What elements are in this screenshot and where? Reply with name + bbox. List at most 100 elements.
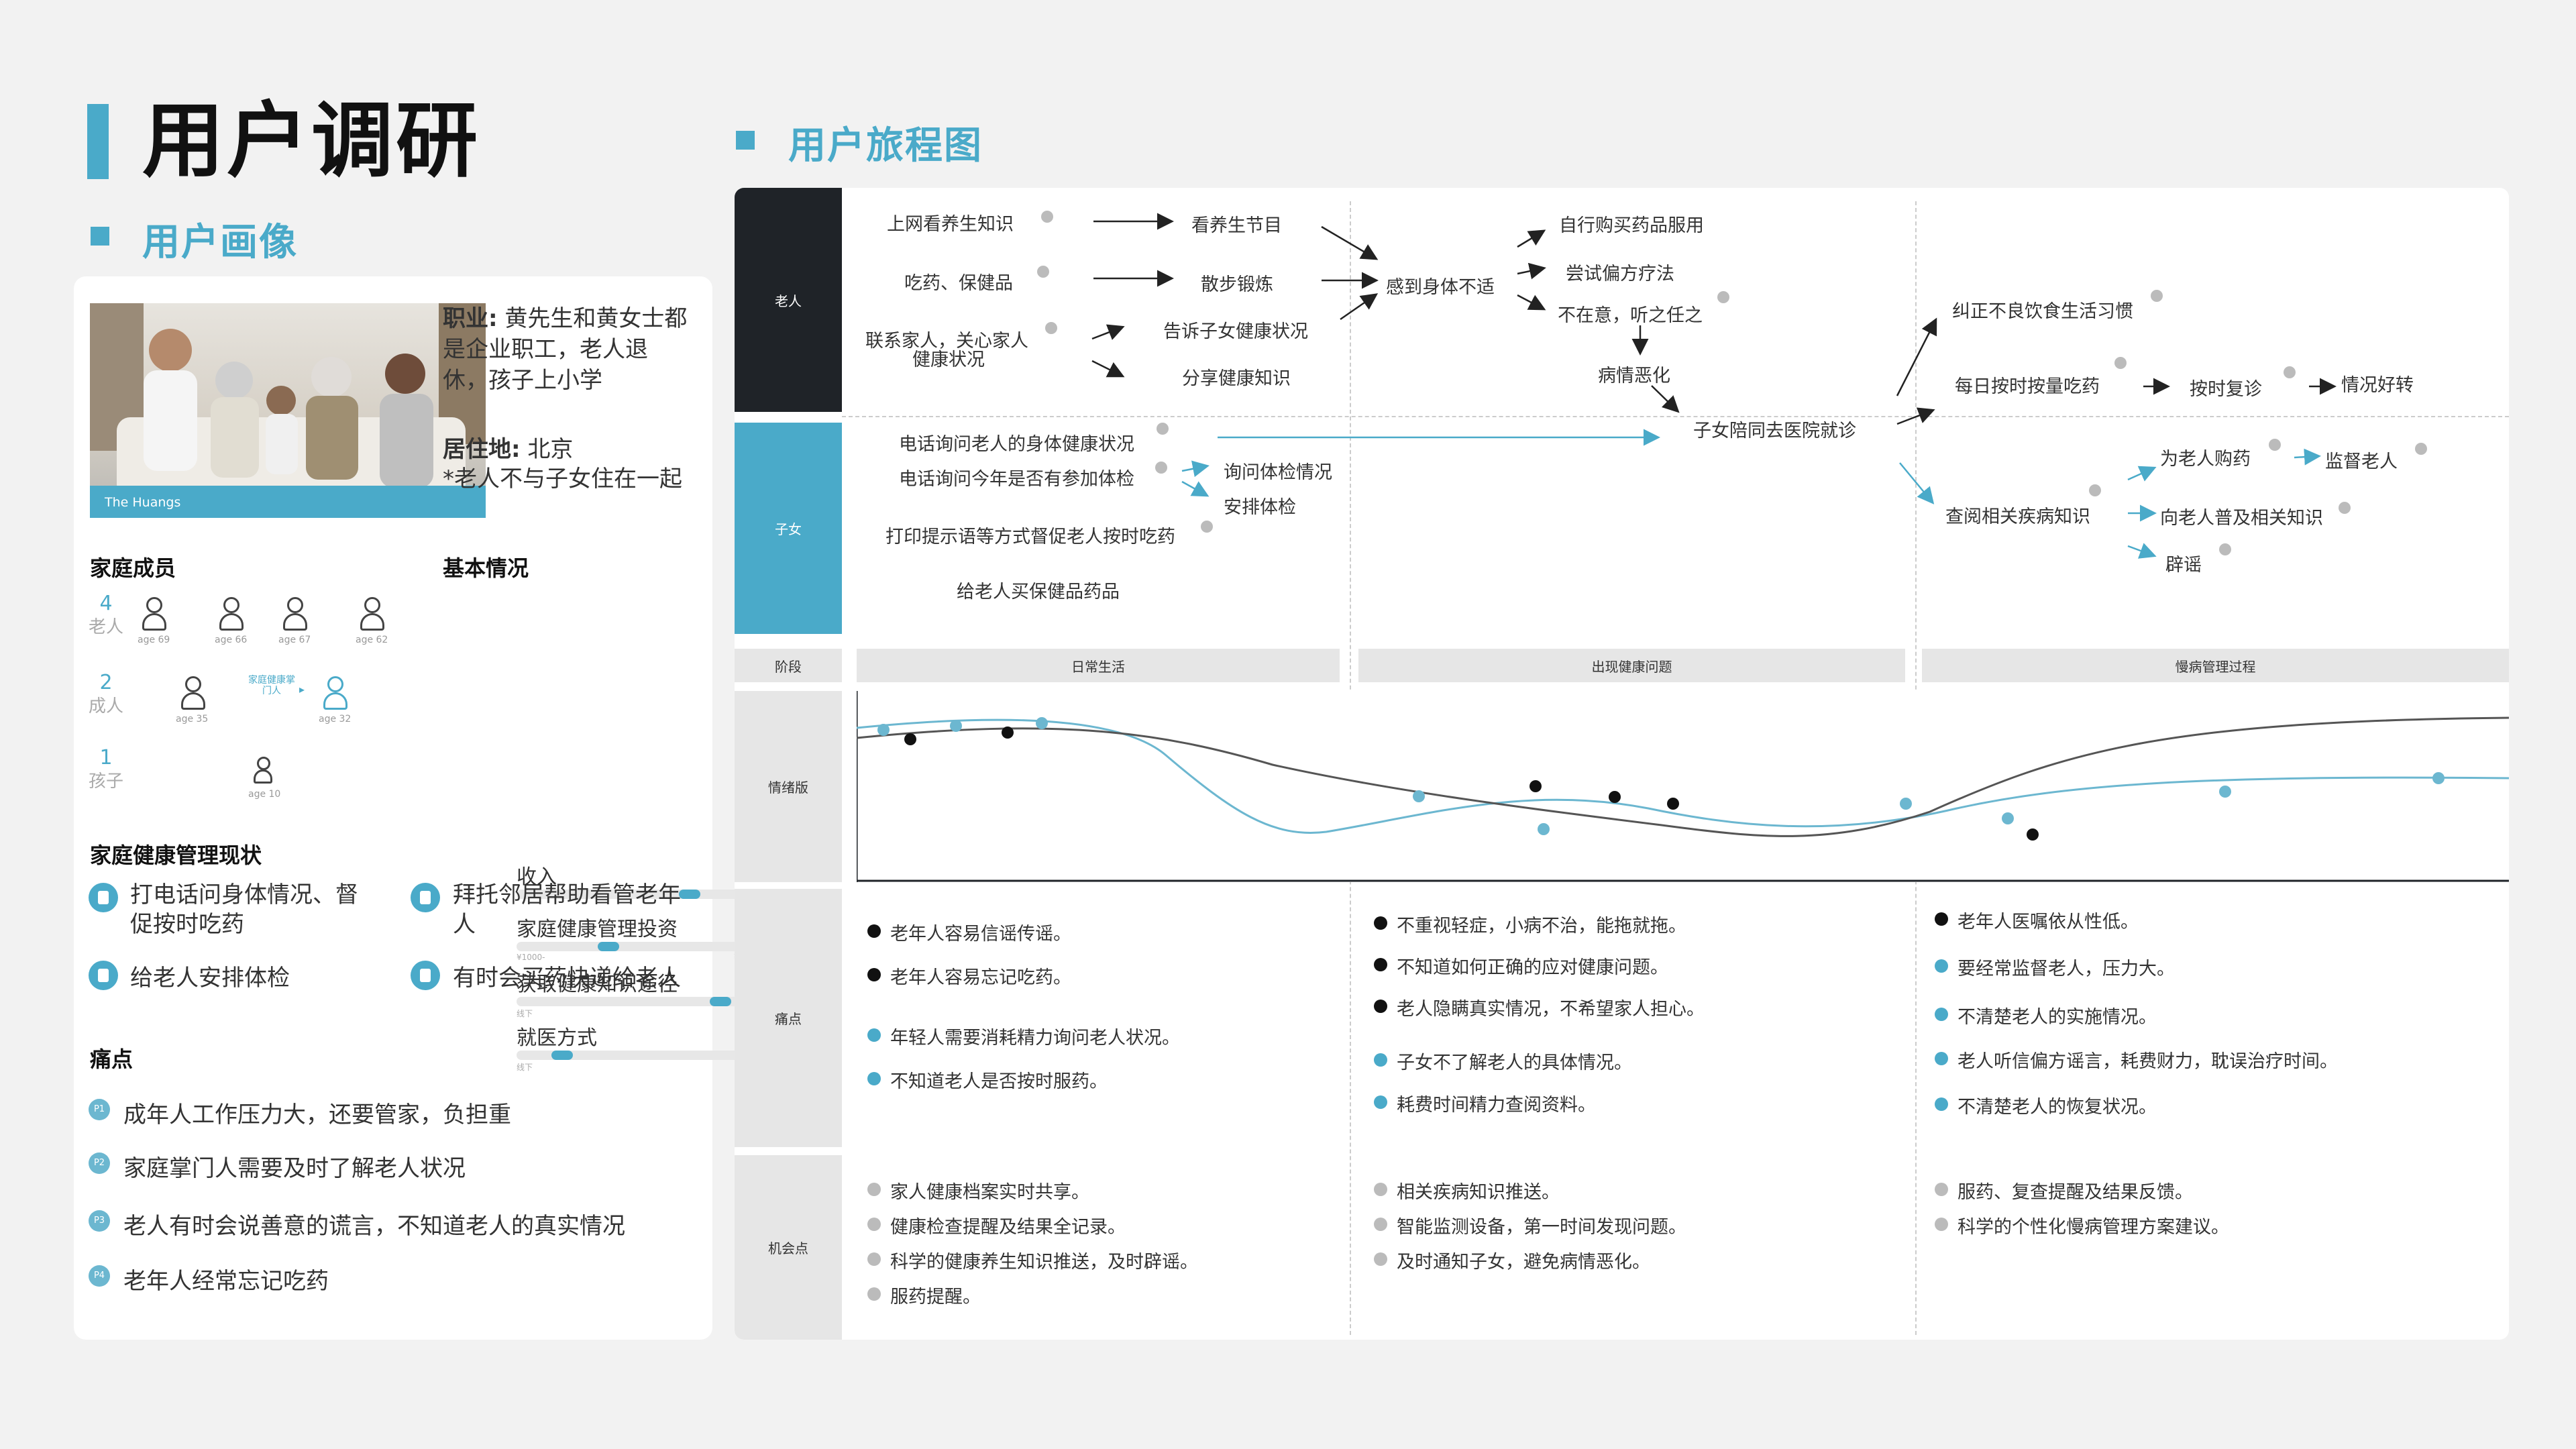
manager-arrow-icon: ▸ bbox=[299, 683, 305, 696]
child-icon bbox=[252, 757, 274, 784]
elder-action-5-dot bbox=[1045, 322, 1057, 334]
child-action-11-dot bbox=[2219, 543, 2231, 555]
stage-daily-life: 日常生活 bbox=[857, 649, 1340, 682]
pain-point-1: 成年人工作压力大，还要管家，负担重 bbox=[123, 1102, 511, 1128]
elders-label: 老人 bbox=[88, 617, 123, 637]
residence-city: 北京 bbox=[527, 436, 574, 463]
elder-action-4: 散步锻炼 bbox=[1201, 274, 1273, 295]
child-action-9-dot bbox=[2089, 484, 2101, 496]
status-item-1: 打电话问身体情况、督促按时吃药 bbox=[130, 881, 358, 938]
child-action-1: 电话询问老人的身体健康状况 bbox=[899, 434, 1134, 455]
status-title: 家庭健康管理现状 bbox=[90, 843, 262, 868]
elder-1-icon bbox=[141, 597, 168, 631]
adult-1-age: age 35 bbox=[176, 714, 209, 724]
journey-pain-3-2: 要经常监督老人，压力大。 bbox=[1935, 954, 2175, 980]
elder-action-12: 不在意，听之任之 bbox=[1558, 305, 1703, 326]
child-age: age 10 bbox=[248, 789, 281, 800]
child-action-11: 辟谣 bbox=[2165, 555, 2202, 576]
journey-pain-1-3: 年轻人需要消耗精力询问老人状况。 bbox=[867, 1023, 1180, 1049]
journey-pain-3-5: 不清楚老人的恢复状况。 bbox=[1935, 1092, 2157, 1118]
child-action-4: 安排体检 bbox=[1224, 497, 1296, 518]
manager-tag: 家庭健康掌门人 bbox=[248, 675, 295, 696]
row-head-elder: 老人 bbox=[735, 188, 842, 412]
elder-4-age: age 62 bbox=[356, 635, 388, 645]
journey-pain-1-2: 老年人容易忘记吃药。 bbox=[867, 963, 1071, 989]
elders-count: 4 bbox=[99, 592, 113, 615]
journey-heading: 用户旅程图 bbox=[788, 124, 983, 168]
basics-bar-fill-2 bbox=[597, 942, 619, 951]
emotion-curve-child bbox=[857, 718, 2509, 834]
basics-bar-2 bbox=[517, 942, 771, 951]
elder-action-5: 联系家人，关心家人 bbox=[865, 331, 1028, 352]
elder-action-16: 每日按时按量吃药 bbox=[1955, 376, 2100, 397]
elder-action-2: 看养生节目 bbox=[1191, 215, 1282, 236]
row-head-stage: 阶段 bbox=[735, 649, 842, 682]
elder-action-17: 按时复诊 bbox=[2190, 379, 2262, 400]
pain-points-title: 痛点 bbox=[90, 1046, 133, 1072]
basics-bar-1 bbox=[517, 890, 771, 899]
basics-scale-left-4: 线下 bbox=[517, 1063, 533, 1072]
child-action-10: 向老人普及相关知识 bbox=[2160, 508, 2323, 529]
basics-bar-4 bbox=[517, 1051, 771, 1060]
persona-heading: 用户画像 bbox=[142, 221, 298, 264]
elder-action-9: 感到身体不适 bbox=[1386, 277, 1495, 298]
occupation-block: 职业: 黄先生和黄女士都是企业职工，老人退休，孩子上小学 bbox=[443, 303, 691, 396]
child-action-2: 电话询问今年是否有参加体检 bbox=[899, 469, 1134, 490]
elder-action-8: 分享健康知识 bbox=[1182, 368, 1291, 389]
journey-pain-2-4: 子女不了解老人的具体情况。 bbox=[1374, 1048, 1632, 1074]
adult-2-age: age 32 bbox=[319, 714, 352, 724]
basics-title: 基本情况 bbox=[443, 555, 529, 581]
journey-pain-3-1: 老年人医嘱依从性低。 bbox=[1935, 907, 2139, 933]
family-group-elders: 4 老人 age 69 age 66 age 67 age 62 bbox=[74, 592, 423, 659]
elder-action-1: 上网看养生知识 bbox=[887, 214, 1014, 235]
child-action-5-dot bbox=[1201, 521, 1213, 533]
journey-opportunity-2-2: 智能监测设备，第一时间发现问题。 bbox=[1374, 1212, 1686, 1238]
elder-action-18: 情况好转 bbox=[2341, 375, 2414, 396]
child-action-7: 为老人购药 bbox=[2160, 449, 2251, 470]
pain-point-4: 老年人经常忘记吃药 bbox=[123, 1268, 329, 1295]
family-group-adults: 2 成人 家庭健康掌门人 ▸ age 35 age 32 bbox=[74, 671, 423, 738]
stage-health-issue: 出现健康问题 bbox=[1358, 649, 1905, 682]
elder-action-15: 纠正不良饮食生活习惯 bbox=[1952, 301, 2133, 322]
adults-count: 2 bbox=[99, 671, 113, 694]
adult-1-icon bbox=[180, 676, 207, 710]
child-action-8-dot bbox=[2415, 443, 2427, 455]
basics-bar-3 bbox=[517, 997, 771, 1006]
family-photo-image bbox=[90, 303, 486, 498]
basics-label-3: 获取健康知识途径 bbox=[517, 973, 678, 996]
row-head-pain: 痛点 bbox=[735, 889, 842, 1147]
adult-2-manager-icon bbox=[322, 676, 349, 710]
elder-4-icon bbox=[359, 597, 386, 631]
elder-action-7: 告诉子女健康状况 bbox=[1163, 321, 1308, 342]
basics-scale-left-3: 线下 bbox=[517, 1009, 533, 1018]
elder-action-17-dot bbox=[2284, 366, 2296, 378]
elder-action-3: 吃药、保健品 bbox=[904, 273, 1013, 294]
row-head-child: 子女 bbox=[735, 423, 842, 634]
basics-bar-fill-4 bbox=[551, 1051, 574, 1060]
elder-2-age: age 66 bbox=[215, 635, 248, 645]
occupation-label: 职业: bbox=[443, 305, 498, 332]
elder-action-3-dot bbox=[1037, 266, 1049, 278]
child-action-10-dot bbox=[2339, 502, 2351, 514]
basics-label-2: 家庭健康管理投资 bbox=[517, 918, 678, 941]
photo-caption: The Huangs bbox=[105, 495, 181, 510]
elder-action-11: 尝试偏方疗法 bbox=[1566, 264, 1674, 284]
medicine-icon bbox=[411, 961, 440, 990]
elder-action-12-dot bbox=[1717, 291, 1729, 303]
journey-pain-2-3: 老人隐瞒真实情况，不希望家人担心。 bbox=[1374, 994, 1705, 1020]
persona-heading-marker bbox=[91, 227, 109, 246]
child-action-2-dot bbox=[1155, 462, 1167, 474]
journey-opportunity-2-1: 相关疾病知识推送。 bbox=[1374, 1177, 1560, 1203]
journey-pain-2-2: 不知道如何正确的应对健康问题。 bbox=[1374, 953, 1668, 979]
basics-bar-fill-1 bbox=[679, 890, 701, 899]
elder-1-age: age 69 bbox=[138, 635, 170, 645]
child-action-7-dot bbox=[2269, 439, 2281, 451]
elder-2-icon bbox=[218, 597, 245, 631]
pain-badge-p2: P2 bbox=[89, 1152, 110, 1174]
status-item-3: 给老人安排体检 bbox=[130, 965, 290, 991]
journey-pain-1-1: 老年人容易信谣传谣。 bbox=[867, 919, 1071, 945]
elder-3-age: age 67 bbox=[278, 635, 311, 645]
journey-pain-1-4: 不知道老人是否按时服药。 bbox=[867, 1067, 1108, 1093]
child-action-3: 询问体检情况 bbox=[1224, 462, 1332, 483]
page-title: 用户调研 bbox=[142, 93, 480, 189]
